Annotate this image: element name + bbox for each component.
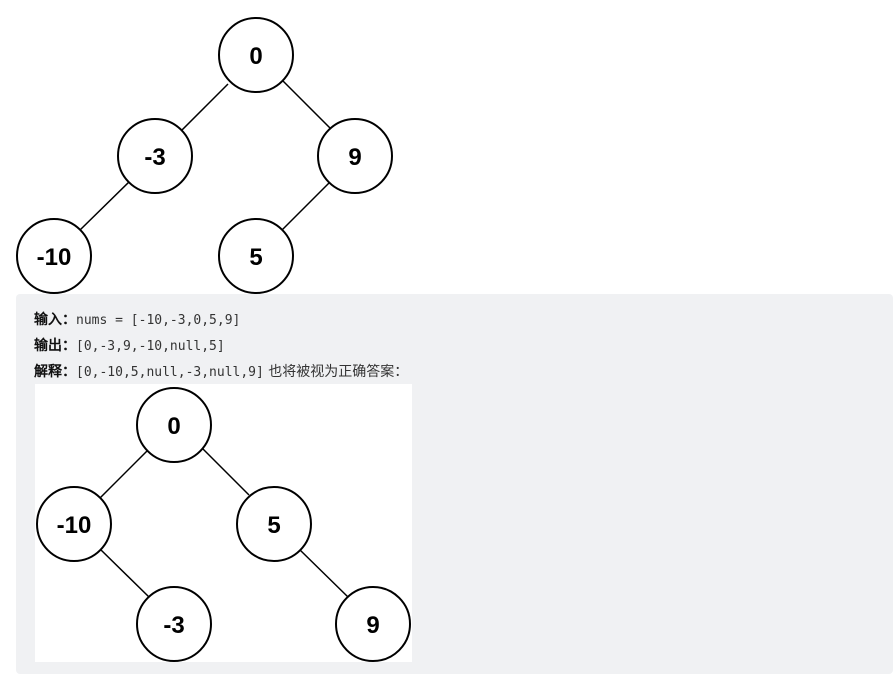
tree-node-label: 5 <box>267 512 280 539</box>
tree-node-label: -10 <box>37 244 72 271</box>
tree-node-label: 5 <box>249 244 262 271</box>
edge-neg10-to-neg3 <box>99 548 150 598</box>
tree-diagram-one: 0 -3 9 -10 5 <box>16 17 393 294</box>
tree-node-root <box>218 17 294 93</box>
example-block: 输入：nums = [-10,-3,0,5,9] 输出：[0,-3,9,-10,… <box>16 294 893 674</box>
edge-5-to-9 <box>298 548 349 598</box>
input-line: 输入：nums = [-10,-3,0,5,9] <box>34 310 240 331</box>
input-label: 输入： <box>34 312 76 328</box>
edge-neg3-to-neg10 <box>79 181 130 231</box>
tree-node-root <box>136 387 212 463</box>
edge-0-to-neg10 <box>99 450 148 499</box>
edge-0-to-9 <box>281 79 331 129</box>
explanation-line: 解释：[0,-10,5,null,-3,null,9] 也将被视为正确答案： <box>34 362 408 383</box>
output-value: [0,-3,9,-10,null,5] <box>76 339 225 354</box>
tree-node-right <box>317 118 393 194</box>
tree-node-left <box>117 118 193 194</box>
tree-node-right <box>236 486 312 562</box>
explanation-label: 解释： <box>34 364 76 380</box>
output-line: 输出：[0,-3,9,-10,null,5] <box>34 336 225 357</box>
tree-node-right-right <box>335 586 411 662</box>
tree-node-left <box>36 486 112 562</box>
edge-9-to-5 <box>281 181 331 231</box>
tree-node-label: 0 <box>249 43 262 70</box>
input-value: nums = [-10,-3,0,5,9] <box>76 313 241 328</box>
tree-node-label: 0 <box>167 413 180 440</box>
explanation-text: 也将被视为正确答案： <box>263 364 409 380</box>
tree-node-label: 9 <box>366 612 379 639</box>
tree-node-left-right <box>136 586 212 662</box>
edge-0-to-neg3 <box>180 83 229 132</box>
tree-node-label: -10 <box>57 512 92 539</box>
tree-node-label: -3 <box>144 144 165 171</box>
tree-node-right-left <box>218 218 294 294</box>
output-label: 输出： <box>34 338 76 354</box>
tree-node-label: -3 <box>163 612 184 639</box>
tree-node-label: 9 <box>348 144 361 171</box>
tree-node-left-left <box>16 218 92 294</box>
explanation-value: [0,-10,5,null,-3,null,9] <box>76 365 264 380</box>
tree-diagram-two: 0 -10 5 -3 9 <box>35 384 412 662</box>
edge-0-to-5 <box>200 446 250 496</box>
